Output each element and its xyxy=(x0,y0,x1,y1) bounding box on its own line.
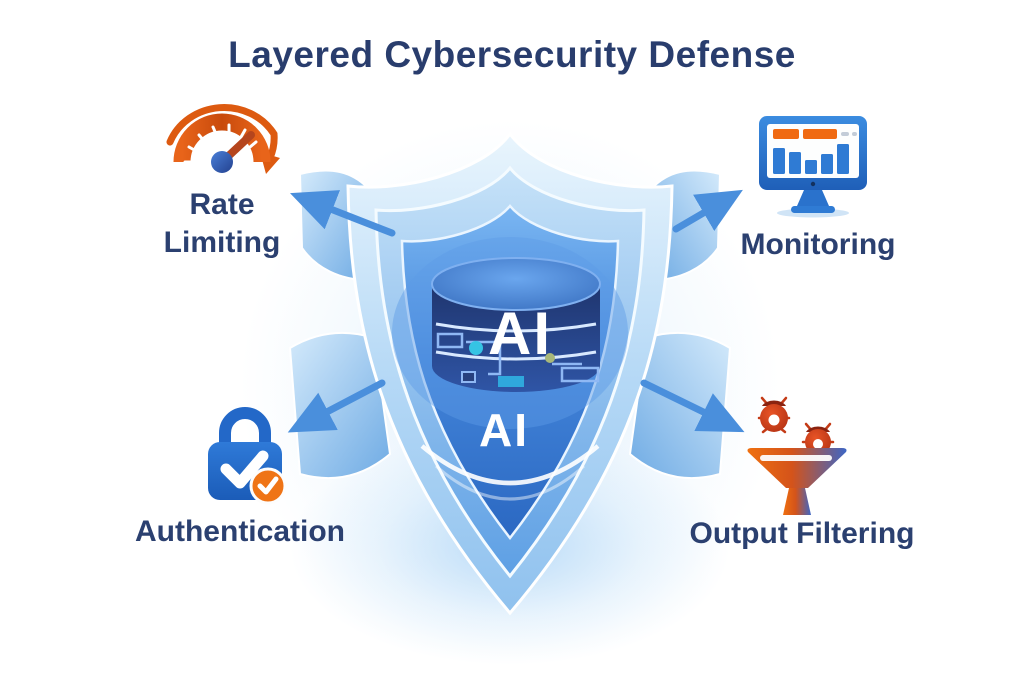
shield-chevron-line xyxy=(420,444,600,486)
shield-icon: AI AI xyxy=(288,131,732,616)
rate-limiting-label: Rate Limiting xyxy=(163,188,281,259)
ai-database-icon: AI xyxy=(431,257,601,392)
monitoring-label: Monitoring xyxy=(740,228,896,261)
circuit-traces xyxy=(436,332,600,383)
shield-chevron-line-2 xyxy=(435,464,585,501)
circuit-chip xyxy=(498,376,524,387)
bar-chart-bars xyxy=(773,144,849,174)
padlock-check-icon xyxy=(208,407,287,505)
bug-icon xyxy=(757,396,791,434)
speedometer-icon xyxy=(166,104,280,174)
circuit-node-small xyxy=(545,353,555,363)
funnel-bugs-icon xyxy=(747,396,847,515)
output-filtering-node xyxy=(736,390,858,523)
ai-shield-label: AI xyxy=(479,404,529,456)
authentication-node xyxy=(194,396,296,515)
rate-limiting-node xyxy=(158,100,292,197)
ai-database-label: AI xyxy=(488,300,552,367)
monitoring-node xyxy=(753,112,873,223)
monitor-chart-icon xyxy=(759,116,867,218)
circuit-node-cyan xyxy=(469,341,483,355)
page-title: Layered Cybersecurity Defense xyxy=(228,34,796,75)
circuit-chip-small xyxy=(461,371,476,383)
layered-shield-graphic: AI AI xyxy=(270,128,750,638)
output-filtering-label: Output Filtering xyxy=(689,517,915,550)
authentication-label: Authentication xyxy=(135,515,345,548)
